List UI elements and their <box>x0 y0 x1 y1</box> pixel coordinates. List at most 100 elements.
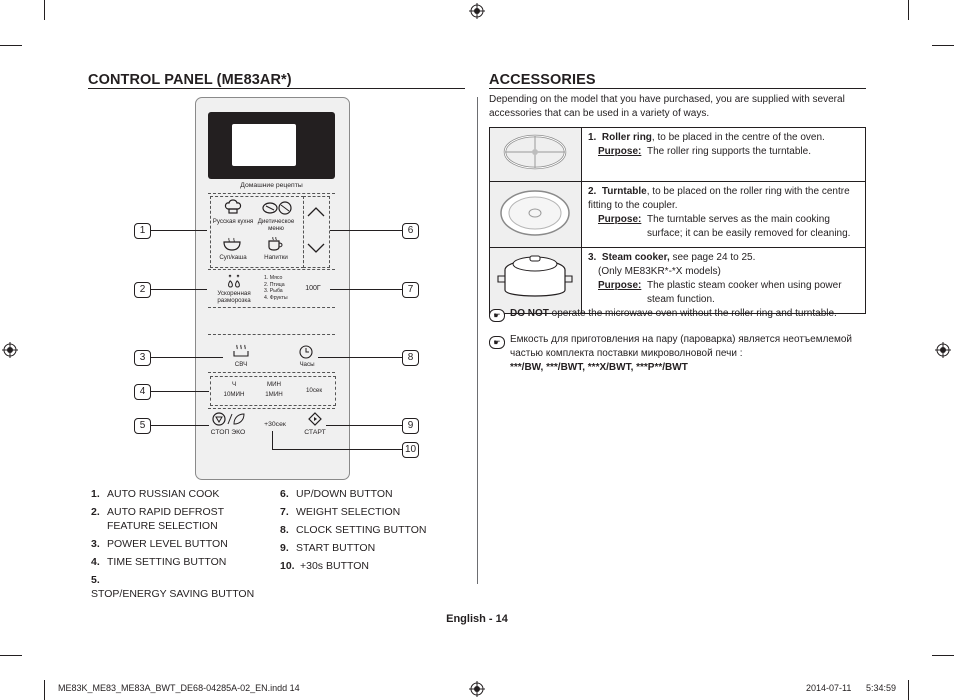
leader-line <box>330 289 402 290</box>
divider <box>208 372 335 373</box>
clock-label: Часы <box>299 361 315 368</box>
callout-4: 4 <box>134 384 151 400</box>
chevron-up-icon <box>307 207 325 217</box>
up-down-group <box>303 196 330 268</box>
chevron-down-icon <box>307 243 325 253</box>
leader-line <box>151 289 207 290</box>
defrost-option: 1. Мясо <box>264 275 283 281</box>
plus30-label: +30сек <box>264 421 286 428</box>
defrost-options-list: 1. Мясо 2. Птица 3. Рыба 4. Фрукты <box>264 275 288 301</box>
start-diamond-icon <box>308 412 322 426</box>
divider <box>208 307 335 308</box>
leader-line <box>151 425 209 426</box>
callout-6: 6 <box>402 223 419 239</box>
steam-cooker-image-cell <box>489 247 582 314</box>
auto-cook-title: Домашние рецепты <box>240 182 303 189</box>
accessories-heading: ACCESSORIES <box>489 72 596 88</box>
soup-label: Суп/каша <box>219 254 247 261</box>
crop-mark <box>0 45 22 46</box>
control-panel-heading: CONTROL PANEL (ME83AR*) <box>88 72 292 88</box>
microwave-power-icon <box>233 344 249 357</box>
cup-icon <box>268 237 283 251</box>
list-item: 10.+30s BUTTON <box>280 560 369 572</box>
crop-mark <box>908 0 909 20</box>
turntable-icon <box>500 190 570 236</box>
soup-bowl-icon <box>223 237 241 251</box>
roller-ring-image-cell <box>489 127 582 182</box>
divider <box>208 334 335 335</box>
diet-food-icon <box>262 201 292 215</box>
note-roller-ring: DO NOT operate the microwave oven withou… <box>510 308 837 319</box>
defrost-option: 3. Рыба <box>264 288 283 295</box>
time-1min-label: 1МИН <box>265 391 283 398</box>
crop-mark <box>44 0 45 20</box>
diet-menu-label: Диетическое меню <box>257 218 295 232</box>
leader-line <box>330 230 402 231</box>
registration-mark-icon <box>469 681 485 697</box>
leader-line <box>272 431 273 449</box>
turntable-image-cell <box>489 181 582 248</box>
callout-2: 2 <box>134 282 151 298</box>
crop-mark <box>0 655 22 656</box>
list-item: 8.CLOCK SETTING BUTTON <box>280 524 427 536</box>
display-screen <box>232 124 296 166</box>
callout-1: 1 <box>134 223 151 239</box>
leader-line <box>272 449 402 450</box>
callout-7: 7 <box>402 282 419 298</box>
time-10min-top: Ч <box>231 381 237 388</box>
list-item: 9.START BUTTON <box>280 542 376 554</box>
time-1min-top: МИН <box>266 381 282 388</box>
accessories-table: 1. Roller ring, to be placed in the cent… <box>489 127 866 314</box>
russian-cook-label: Русская кухня <box>212 218 254 225</box>
leader-line <box>318 357 402 358</box>
stop-eco-label: СТОП ЭКО <box>210 429 246 436</box>
time-10sec-label: 10сек <box>305 387 323 394</box>
list-item: 6.UP/DOWN BUTTON <box>280 488 393 500</box>
column-divider <box>477 97 478 584</box>
defrost-drops-icon <box>228 274 240 288</box>
table-row: 2. Turntable, to be placed on the roller… <box>489 181 866 248</box>
drinks-label: Напитки <box>264 254 288 261</box>
callout-9: 9 <box>402 418 419 434</box>
chef-hat-icon <box>224 199 242 214</box>
list-item: 1.AUTO RUSSIAN COOK <box>91 488 220 500</box>
crop-mark <box>932 655 954 656</box>
crop-mark <box>908 680 909 700</box>
list-item: 5.STOP/ENERGY SAVING BUTTON <box>91 574 255 600</box>
registration-mark-icon <box>935 342 951 358</box>
weight-label: 100Г <box>305 285 321 292</box>
registration-mark-icon <box>2 342 18 358</box>
note-steam-cooker: Емкость для приготовления на пару (паров… <box>510 334 853 373</box>
rapid-defrost-label: Ускоренная разморозка <box>217 290 251 304</box>
divider <box>208 408 335 409</box>
steam-cooker-models: (Only ME83KR*-*X models) <box>598 266 721 277</box>
turntable-cell: 2. Turntable, to be placed on the roller… <box>581 181 866 248</box>
list-item: 4.TIME SETTING BUTTON <box>91 556 227 568</box>
print-date: 2014-07-11 <box>806 683 852 693</box>
leader-line <box>151 391 209 392</box>
callout-5: 5 <box>134 418 151 434</box>
heading-rule <box>489 88 866 89</box>
table-row: 3. Steam cooker, see page 24 to 25. (Onl… <box>489 247 866 314</box>
note-hand-icon: ☛ <box>489 309 505 322</box>
leader-line <box>326 425 402 426</box>
table-row: 1. Roller ring, to be placed in the cent… <box>489 127 866 182</box>
time-setting-group <box>210 376 336 406</box>
crop-mark <box>44 680 45 700</box>
start-label: СТАРТ <box>304 429 326 436</box>
file-name: ME83K_ME83_ME83A_BWT_DE68-04285A-02_EN.i… <box>58 683 300 693</box>
defrost-option: 2. Птица <box>264 281 285 288</box>
callout-3: 3 <box>134 350 151 366</box>
time-10min-label: 10МИН <box>223 391 245 398</box>
list-item: 3.POWER LEVEL BUTTON <box>91 538 228 550</box>
registration-mark-icon <box>469 3 485 19</box>
roller-ring-cell: 1. Roller ring, to be placed in the cent… <box>581 127 866 182</box>
list-item: 7.WEIGHT SELECTION <box>280 506 401 518</box>
roller-ring-icon <box>503 134 567 170</box>
power-label: СВЧ <box>234 361 248 368</box>
stop-eco-icon <box>212 412 245 426</box>
callout-10: 10 <box>402 442 419 458</box>
note-hand-icon: ☛ <box>489 336 505 349</box>
callout-8: 8 <box>402 350 419 366</box>
steam-cooker-cell: 3. Steam cooker, see page 24 to 25. (Onl… <box>581 247 866 314</box>
